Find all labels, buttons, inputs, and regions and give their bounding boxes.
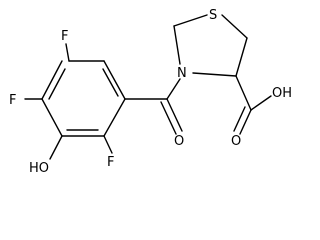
- bond-c4-acid: [235, 75, 252, 111]
- bond-acid-oh: [250, 95, 272, 111]
- bond-n-c2: [173, 25, 181, 65]
- atom-acid-o: O: [231, 134, 241, 149]
- atom-f-left: F: [9, 93, 16, 108]
- bond-ring-double-3: [48, 68, 66, 100]
- bond-hydroxyl: [49, 135, 63, 160]
- bond-carbonyl-o-1: [166, 98, 183, 132]
- atom-f-right: F: [107, 155, 114, 170]
- bond-f-right: [103, 135, 113, 154]
- bond-ring-5: [41, 98, 63, 137]
- bond-ring-3: [103, 98, 126, 137]
- atom-labels: F F F HO O N S OH O: [9, 8, 292, 176]
- bond-acid-o-1: [239, 109, 252, 135]
- bond-c5-c4: [235, 37, 248, 77]
- atom-ring-s: S: [209, 8, 217, 23]
- bond-ring-6: [41, 60, 63, 100]
- atom-carbonyl-o: O: [174, 134, 184, 149]
- bond-carbonyl-o-2: [160, 101, 177, 135]
- bonds: [24, 14, 272, 160]
- atom-acid-oh: OH: [272, 86, 292, 101]
- bond-c4-n: [192, 72, 237, 77]
- bond-acid-o-2: [233, 106, 246, 132]
- bond-ring-2: [103, 60, 126, 100]
- structure-diagram: F F F HO O N S OH O: [9, 8, 292, 176]
- bond-ring-double-1: [102, 68, 119, 97]
- bond-f-top: [65, 43, 70, 62]
- atom-ring-n: N: [177, 66, 187, 81]
- atom-f-top: F: [61, 29, 68, 44]
- bond-s-c5: [221, 14, 248, 39]
- bond-c2-s: [173, 14, 208, 27]
- atom-hydroxyl: HO: [29, 161, 49, 176]
- bond-carbonyl-n: [166, 78, 181, 100]
